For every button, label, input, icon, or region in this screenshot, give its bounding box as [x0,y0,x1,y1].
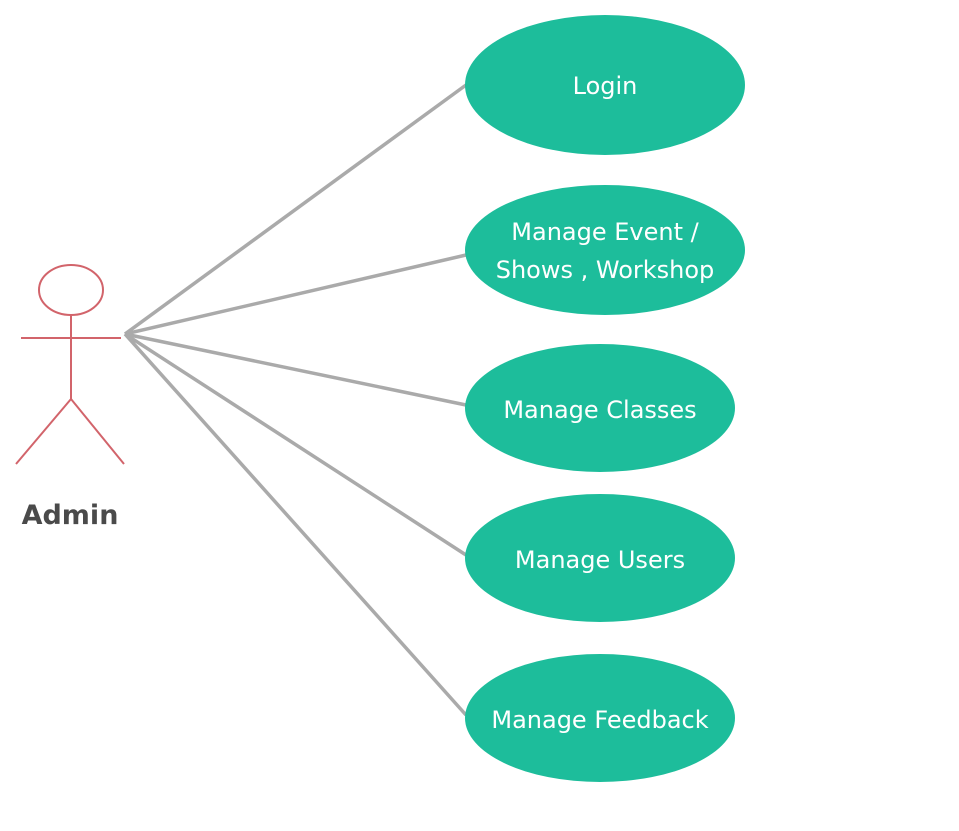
association-manage-classes [124,332,467,407]
usecase-manage-event-label-line1: Manage Event / [511,218,699,246]
usecase-manage-event[interactable]: Manage Event / Shows , Workshop [465,185,745,315]
usecase-manage-feedback-ellipse [465,654,735,782]
actor-left-leg [15,398,72,465]
usecase-manage-event-ellipse [465,185,745,315]
usecase-login[interactable]: Login [465,15,745,155]
usecase-login-ellipse [465,15,745,155]
use-cases: Login Manage Event / Shows , Workshop Ma… [465,15,745,782]
usecase-manage-event-label-line2: Shows , Workshop [496,256,715,284]
association-manage-feedback [123,332,468,717]
actor-head [38,264,104,316]
usecase-manage-feedback[interactable]: Manage Feedback [465,654,735,782]
associations [123,83,468,717]
actor-right-leg [70,398,125,465]
association-manage-event [124,253,467,336]
usecase-manage-users[interactable]: Manage Users [465,494,735,622]
usecase-manage-users-ellipse [465,494,735,622]
usecase-login-label: Login [573,72,638,100]
usecase-manage-classes[interactable]: Manage Classes [465,344,735,472]
actor-label: Admin [22,500,119,531]
actor-admin[interactable]: Admin [15,264,125,531]
usecase-manage-classes-label: Manage Classes [503,396,696,424]
association-manage-users [124,332,467,557]
usecase-manage-feedback-label: Manage Feedback [491,706,708,734]
stick-figure-actor-icon [15,264,125,465]
usecase-manage-users-label: Manage Users [515,546,685,574]
usecase-manage-classes-ellipse [465,344,735,472]
association-login [123,83,468,336]
